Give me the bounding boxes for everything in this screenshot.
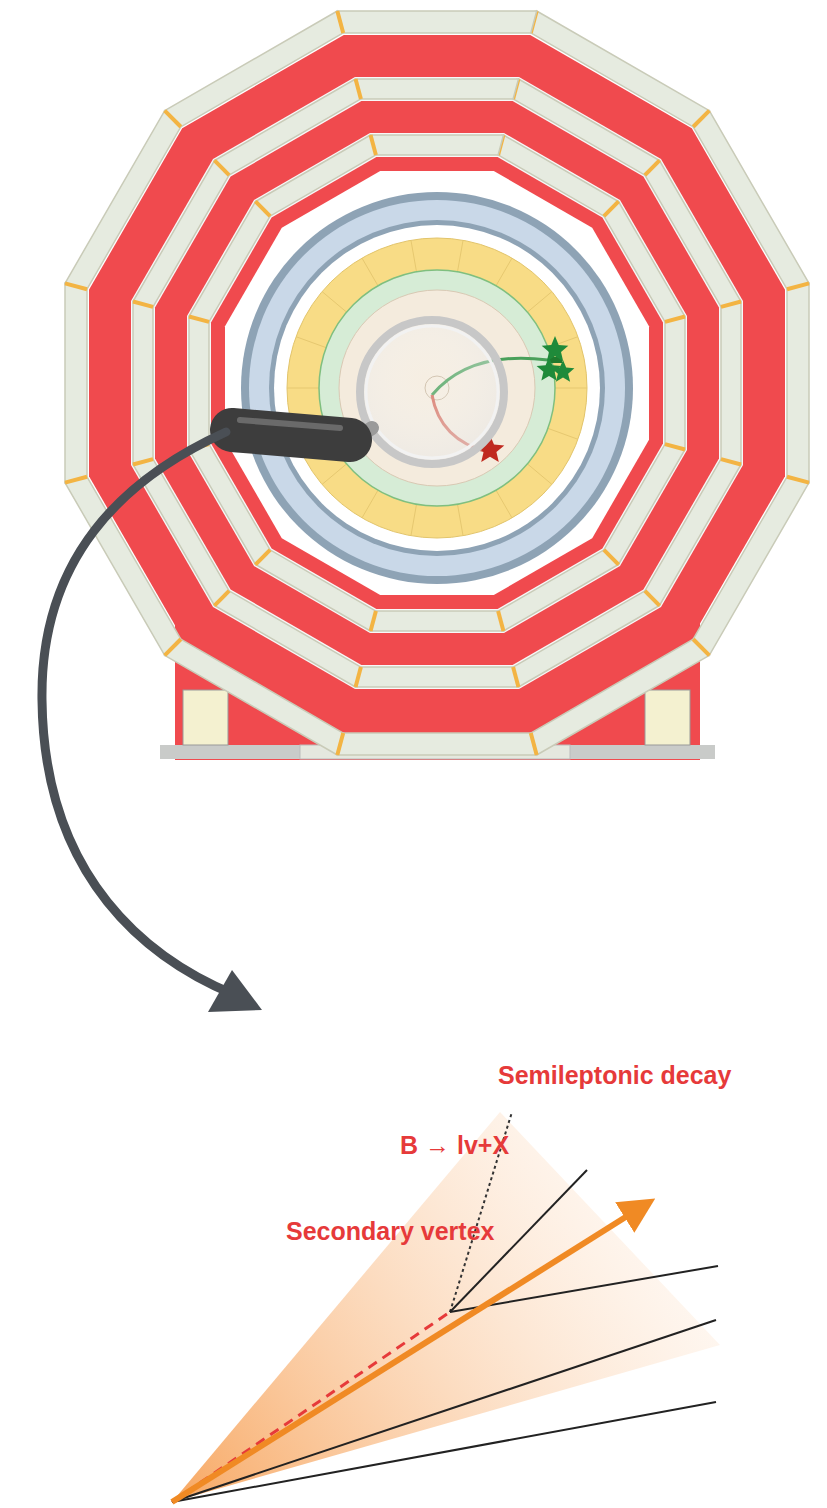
hcal-segment <box>296 337 326 348</box>
chamber-joint <box>214 591 229 606</box>
muon-chamber <box>371 135 504 155</box>
magnifier-rim <box>366 326 498 458</box>
chamber-joint <box>721 302 741 307</box>
gap <box>274 225 600 551</box>
chamber-joint <box>189 317 209 322</box>
solenoid-outer <box>241 192 633 584</box>
chamber-joint <box>645 591 660 606</box>
chamber-joint <box>787 283 809 289</box>
solenoid <box>249 200 625 576</box>
hadron-calorimeter <box>287 238 587 538</box>
muon-chamber <box>65 283 87 482</box>
hcal-segment <box>496 490 512 518</box>
hcal-segment <box>411 240 417 272</box>
yoke-gap <box>131 77 743 689</box>
chamber-joint <box>214 160 229 175</box>
magnifier-lens <box>360 320 504 464</box>
hcal-segment <box>457 240 463 272</box>
hcal-segment <box>457 504 463 536</box>
hcal-segment <box>322 292 347 313</box>
muon-chamber <box>189 317 209 450</box>
support-foot <box>645 690 690 745</box>
chamber-joint <box>165 639 181 655</box>
chamber-joint <box>255 201 270 216</box>
yoke-gap <box>187 133 687 633</box>
tracker <box>339 290 535 486</box>
hcal-segment <box>287 388 319 389</box>
hcal-segment <box>362 490 378 518</box>
return-yoke <box>211 157 663 609</box>
chamber-joint <box>65 283 87 289</box>
muon-chamber <box>721 302 741 465</box>
track <box>172 1320 716 1502</box>
muon-chamber <box>356 79 519 99</box>
muon-chamber <box>371 611 504 631</box>
hcal-segment <box>322 464 347 485</box>
chamber-joint <box>604 550 619 565</box>
chamber-joint <box>133 459 153 464</box>
hcal-segment <box>362 258 378 286</box>
energy-deposit <box>542 336 569 361</box>
chamber-joint <box>371 611 376 631</box>
chamber-joint <box>665 317 685 322</box>
yoke-gap <box>225 171 649 595</box>
chamber-joint <box>133 302 153 307</box>
muon-chamber <box>787 283 809 482</box>
energy-deposit <box>552 360 575 382</box>
chamber-joint <box>721 459 741 464</box>
detector-body <box>65 11 809 760</box>
hcal-segment <box>411 504 417 536</box>
hcal-segment <box>555 388 587 389</box>
chamber-joint <box>693 111 709 127</box>
decay-formula: B → lv+X <box>400 1132 509 1160</box>
decay-title: Semileptonic decay <box>498 1062 731 1090</box>
chamber-joint <box>337 11 343 33</box>
return-yoke <box>155 101 719 665</box>
muon-chamber <box>133 302 153 465</box>
hcal-segment <box>496 258 512 286</box>
chamber-joint <box>356 667 361 687</box>
chamber-joint <box>255 550 270 565</box>
support-foot <box>183 690 228 745</box>
callout-arrow <box>42 432 235 995</box>
solenoid-inner <box>269 220 605 556</box>
chamber-joint <box>371 135 376 155</box>
hcal-segment <box>548 428 578 439</box>
chamber-joint <box>356 79 361 99</box>
chamber-joint <box>513 667 518 687</box>
chamber-joint <box>337 733 343 755</box>
muon-chamber <box>337 11 536 33</box>
chamber-joint <box>604 201 619 216</box>
chamber-joint <box>693 639 709 655</box>
jet-axis-arrow <box>172 1208 640 1502</box>
chamber-joint <box>787 477 809 483</box>
jet-cone <box>172 1112 720 1502</box>
muon-chamber <box>356 667 519 687</box>
chamber-joint <box>645 160 660 175</box>
vertex-label: Secondary vertex <box>286 1218 494 1246</box>
muon-chamber <box>665 317 685 450</box>
em-calorimeter <box>319 270 555 506</box>
muon-chamber <box>337 733 536 755</box>
chamber-joint <box>531 733 537 755</box>
callout-arrowhead <box>208 970 262 1012</box>
magnifier-handle <box>232 430 350 440</box>
hcal-segment <box>527 464 552 485</box>
hcal-segment <box>527 292 552 313</box>
chamber-joint <box>165 111 181 127</box>
handle-highlight <box>240 420 340 428</box>
chamber-joint <box>65 477 87 483</box>
chamber-joint <box>498 611 503 631</box>
chamber-joint <box>665 444 685 449</box>
return-yoke <box>89 35 785 731</box>
